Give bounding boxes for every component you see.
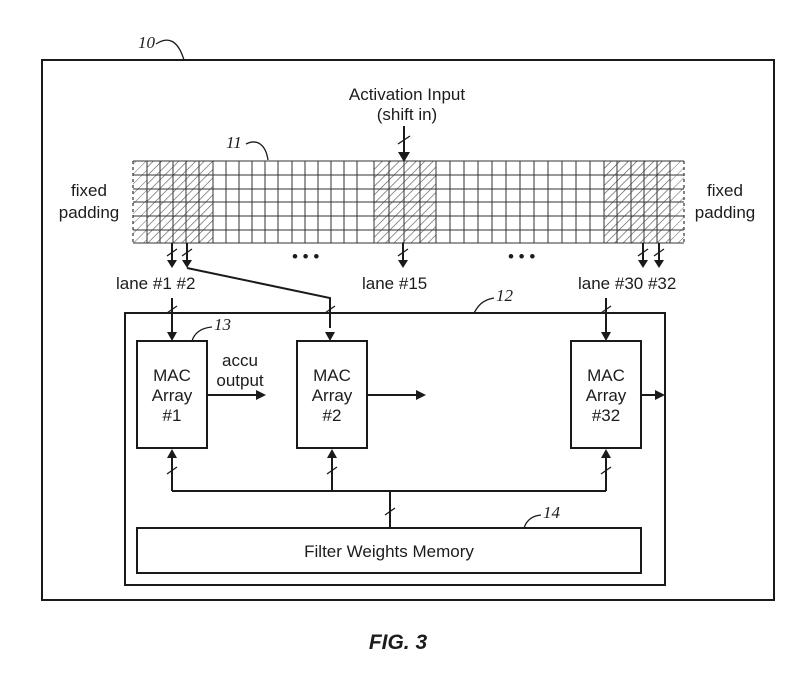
lane-label-15: lane #15 — [362, 274, 427, 293]
fixed-padding-right-label: fixed — [707, 181, 743, 200]
mac-array-2-output-arrowhead — [416, 390, 426, 400]
leader-line-14 — [523, 514, 542, 529]
filter-weights-memory — [136, 527, 642, 574]
mac-array-2-sublabel: Array — [312, 386, 353, 405]
ref-system-10: 10 — [138, 33, 156, 52]
lane2-route-slash — [324, 305, 336, 314]
mac-array-32-sublabel: Array — [586, 386, 627, 405]
figure-caption: FIG. 3 — [369, 631, 428, 654]
activation-input-sublabel: (shift in) — [377, 105, 437, 124]
mac-array-2-number: #2 — [323, 406, 342, 425]
mac-array-2-label: MAC — [313, 366, 351, 385]
ref-mac-block-12: 12 — [496, 286, 514, 305]
mac-array-1-number: #1 — [163, 406, 182, 425]
leader-line-13 — [191, 326, 213, 342]
mac-array-32-number: #32 — [592, 406, 620, 425]
mac-array-1-sublabel: Array — [152, 386, 193, 405]
shift-buffer — [132, 160, 685, 244]
lane1-route-arrowhead — [167, 332, 177, 341]
ref-buffer-11: 11 — [226, 133, 242, 152]
lane1-route-slash — [166, 305, 178, 314]
leader-line-11 — [245, 141, 269, 161]
ellipsis-left: • • • — [292, 247, 319, 266]
mac-array-1 — [136, 340, 208, 449]
activation-input-bus-slash — [397, 135, 411, 145]
accu-output-arrowhead — [256, 390, 266, 400]
ellipsis-right: • • • — [508, 247, 535, 266]
mac-array-2 — [296, 340, 368, 449]
ref-memory-14: 14 — [543, 503, 561, 522]
lane2-route-line — [186, 267, 331, 328]
lane-arrows — [166, 243, 665, 268]
lane32-route-slash — [600, 305, 612, 314]
lane2-route-arrowhead — [325, 332, 335, 341]
system-outer-box — [41, 59, 775, 601]
activation-input-label: Activation Input — [349, 85, 466, 104]
accu-output-label: accu — [222, 351, 258, 370]
mac-array-32-label: MAC — [587, 366, 625, 385]
mac-array-32 — [570, 340, 642, 449]
leader-line-12 — [473, 297, 495, 314]
activation-input-arrowhead — [398, 152, 410, 162]
fixed-padding-right-sublabel: padding — [695, 203, 756, 222]
fixed-padding-left-label: fixed — [71, 181, 107, 200]
leader-line-10 — [155, 39, 185, 61]
mac-array-32-output-arrowhead — [655, 390, 665, 400]
lane-label-1-2: lane #1 #2 — [116, 274, 195, 293]
filter-weights-memory-label: Filter Weights Memory — [304, 542, 474, 561]
accu-output-sublabel: output — [216, 371, 264, 390]
weights-bus — [166, 449, 612, 528]
lane32-route-arrowhead — [601, 332, 611, 341]
mac-block-box — [124, 312, 666, 586]
fixed-padding-left-sublabel: padding — [59, 203, 120, 222]
ref-mac-array-13: 13 — [214, 315, 231, 334]
lane-label-30-32: lane #30 #32 — [578, 274, 676, 293]
mac-array-1-label: MAC — [153, 366, 191, 385]
